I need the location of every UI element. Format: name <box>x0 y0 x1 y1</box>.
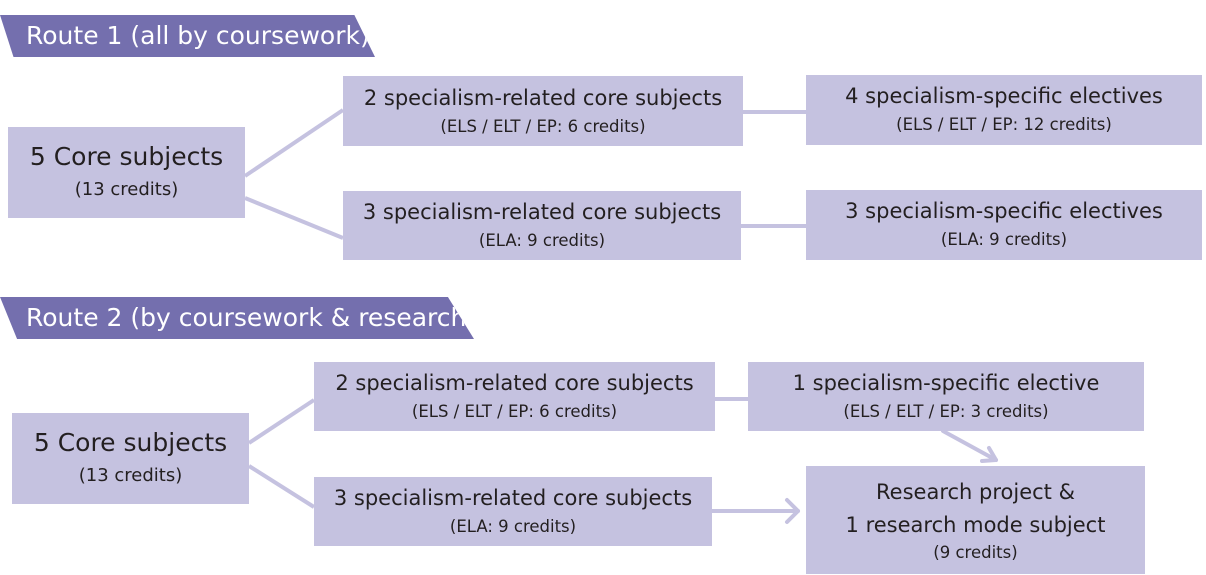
r2-lower-related-box: 3 specialism-related core subjects (ELA:… <box>314 477 712 546</box>
route1-title: Route 1 (all by coursework) <box>26 21 370 50</box>
r1-core-to-upper-connector <box>243 108 345 178</box>
r1-lower-related-credits: (ELA: 9 credits) <box>478 231 606 250</box>
r1-lower-elective-title: 3 specialism-specific electives <box>845 199 1163 223</box>
r2-research-line2: 1 research mode subject <box>845 513 1106 537</box>
r2-core-title: 5 Core subjects <box>33 428 228 457</box>
route2-banner: Route 2 (by coursework & research) <box>0 297 474 339</box>
r2-upper-related-box: 2 specialism-related core subjects (ELS … <box>314 362 715 431</box>
r2-core-box: 5 Core subjects (13 credits) <box>12 413 249 504</box>
r1-core-credits: (13 credits) <box>74 179 179 200</box>
r2-core-credits: (13 credits) <box>78 465 183 486</box>
r1-lower-elective-credits: (ELA: 9 credits) <box>940 230 1068 249</box>
r1-lower-related-box: 3 specialism-related core subjects (ELA:… <box>343 191 741 260</box>
r2-lower-related-title: 3 specialism-related core subjects <box>333 486 693 510</box>
r2-upper-elective-title: 1 specialism-specific elective <box>792 371 1100 395</box>
r1-lower-elective-box: 3 specialism-specific electives (ELA: 9 … <box>806 190 1202 260</box>
r2-upper-elective-box: 1 specialism-specific elective (ELS / EL… <box>748 362 1144 431</box>
r1-upper-elective-credits: (ELS / ELT / EP: 12 credits) <box>896 115 1112 134</box>
r2-research-box: Research project & 1 research mode subje… <box>806 466 1145 574</box>
r2-research-credits: (9 credits) <box>933 543 1018 562</box>
r2-upper-elective-credits: (ELS / ELT / EP: 3 credits) <box>843 402 1049 421</box>
r2-lower-to-research-arrow <box>710 498 800 524</box>
r2-upper-related-credits: (ELS / ELT / EP: 6 credits) <box>411 402 618 421</box>
r2-lower-related-credits: (ELA: 9 credits) <box>449 517 577 536</box>
r2-research-line1: Research project & <box>876 480 1075 504</box>
r1-upper-elective-title: 4 specialism-specific electives <box>845 84 1163 108</box>
r1-core-title: 5 Core subjects <box>29 142 224 171</box>
r2-upper-related-title: 2 specialism-related core subjects <box>335 371 694 395</box>
r1-upper-related-title: 2 specialism-related core subjects <box>363 86 723 110</box>
r1-lower-related-title: 3 specialism-related core subjects <box>362 200 722 224</box>
r2-elective-to-research-arrow <box>941 429 998 463</box>
r2-core-to-upper-connector <box>247 398 316 445</box>
route2-title: Route 2 (by coursework & research) <box>26 303 477 332</box>
route1-banner: Route 1 (all by coursework) <box>0 15 375 57</box>
r2-core-to-lower-connector <box>247 464 316 509</box>
r1-core-box: 5 Core subjects (13 credits) <box>8 127 245 218</box>
r1-upper-elective-box: 4 specialism-specific electives (ELS / E… <box>806 75 1202 145</box>
r1-upper-related-credits: (ELS / ELT / EP: 6 credits) <box>440 117 646 136</box>
r1-upper-related-box: 2 specialism-related core subjects (ELS … <box>343 76 743 146</box>
r1-core-to-lower-connector <box>244 196 344 240</box>
